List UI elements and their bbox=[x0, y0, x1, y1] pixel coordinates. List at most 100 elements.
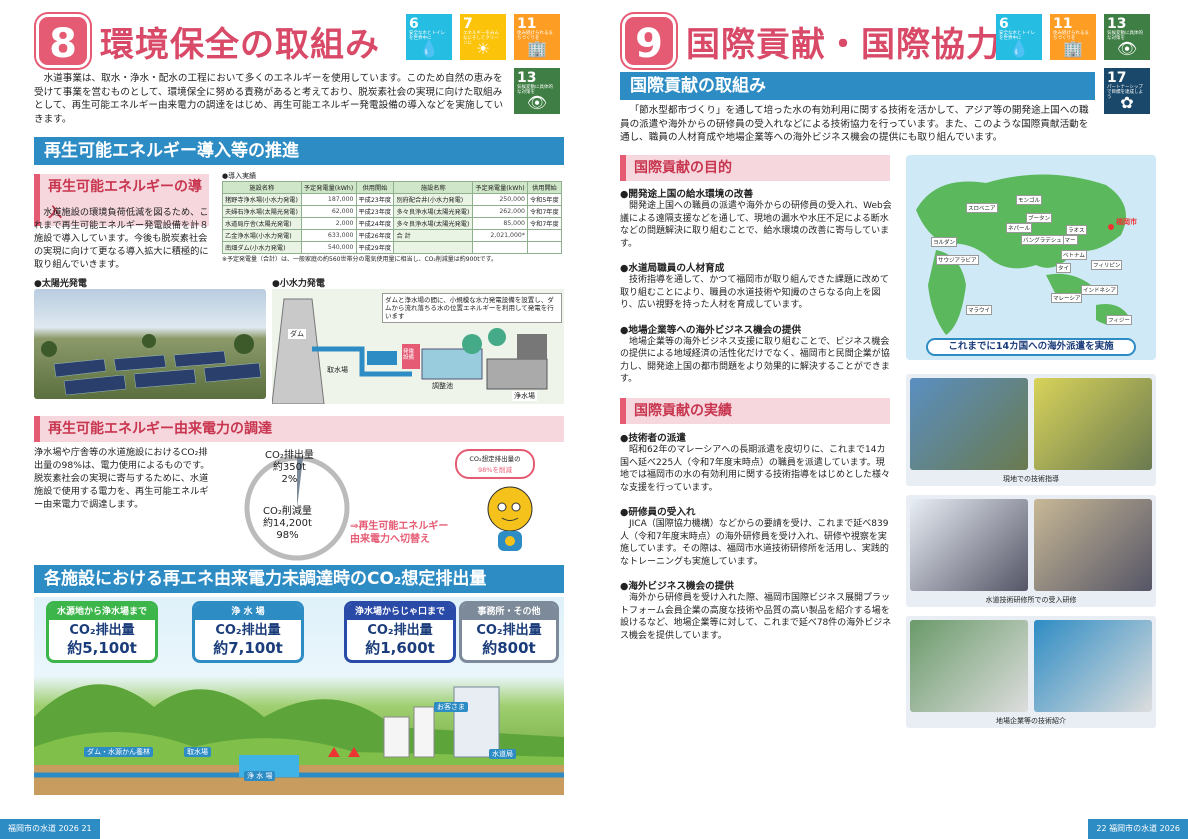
section-title-right: 国際貢献・国際協力 bbox=[686, 25, 1001, 65]
installation-table: 施設名称予定発電量(kWh)供用開始施設名称予定発電量(kWh)供用開始 猪野寺… bbox=[222, 181, 563, 254]
map-country-label: ブータン bbox=[1026, 213, 1053, 223]
plant-label: 浄水場 bbox=[512, 391, 537, 401]
photo bbox=[910, 378, 1028, 470]
generator-label: 発電設備 bbox=[403, 349, 415, 361]
table-cell: 乙金浄水場(小水力発電) bbox=[222, 229, 302, 242]
purpose-list: ●開発途上国の給水環境の改善開発途上国への職員の派遣や海外からの研修員の受入れ、… bbox=[620, 186, 892, 396]
table-cell: 猪野寺浄水場(小水力発電) bbox=[222, 193, 302, 206]
table-cell: 南畑ダム(小水力発電) bbox=[222, 241, 302, 254]
solar-panels-illustration bbox=[41, 334, 262, 396]
hydro-schematic bbox=[272, 298, 548, 404]
item-text: 昭和62年のマレーシアへの長期派遣を皮切りに、これまで14カ国へ延べ225人（令… bbox=[620, 445, 891, 493]
table-cell: 2,000 bbox=[300, 217, 357, 230]
table-cell: 平成24年度 bbox=[355, 217, 395, 230]
photo-caption: 現地での技術指導 bbox=[1003, 475, 1059, 483]
table-cell: 平成23年度 bbox=[355, 193, 395, 206]
table-cell: 62,000 bbox=[300, 205, 357, 218]
map-country-label: ヨルダン bbox=[931, 237, 958, 247]
card-head: 水源地から浄水場まで bbox=[49, 604, 155, 620]
map-country-label: タイ bbox=[1056, 263, 1072, 273]
table-note: ※予定発電量（合計）は、一般家庭の約560世帯分の電気使用量に相当し、CO₂削減… bbox=[222, 256, 498, 263]
table-header: 予定発電量(kWh) bbox=[300, 181, 357, 194]
map-country-label: マラウイ bbox=[966, 305, 993, 315]
table-cell bbox=[526, 241, 563, 254]
item-heading: ●海外ビジネス機会の提供 bbox=[620, 581, 734, 592]
list-item: ●開発途上国の給水環境の改善開発途上国への職員の派遣や海外からの研修員の受入れ、… bbox=[620, 186, 892, 250]
map-country-label: ラオス bbox=[1066, 225, 1087, 235]
landscape-drawing bbox=[34, 684, 564, 795]
section-title: 環境保全の取組み bbox=[100, 25, 380, 65]
table-header: 施設名称 bbox=[393, 181, 474, 194]
fukuoka-label: 福岡市 bbox=[1116, 218, 1137, 226]
scene-label: 取水場 bbox=[184, 747, 211, 757]
table-cell: 2,021,000* bbox=[472, 229, 528, 242]
table-cell: 合 計 bbox=[393, 229, 474, 242]
table-cell: 187,000 bbox=[300, 193, 357, 206]
map-country-label: インドネシア bbox=[1081, 285, 1119, 295]
hydro-label: ●小水力発電 bbox=[272, 279, 325, 289]
table-cell: 水道局庁舎(太陽光発電) bbox=[222, 217, 302, 230]
subsection-purpose: 国際貢献の目的 bbox=[620, 155, 890, 181]
sdg-goal-icon: 💧 bbox=[419, 39, 439, 58]
pie-chart bbox=[244, 455, 350, 561]
intake-label: 取水場 bbox=[327, 366, 348, 374]
fukuoka-marker bbox=[1108, 224, 1114, 230]
item-heading: ●研修員の受入れ bbox=[620, 507, 696, 518]
sdg-goal-icon: 💧 bbox=[1009, 39, 1029, 58]
list-item: ●水道局職員の人材育成技術指導を通して、かつて福岡市が取り組んできた課題に改めて… bbox=[620, 260, 892, 312]
section-number: 8 bbox=[36, 14, 90, 68]
pie-slice-emission bbox=[297, 458, 303, 508]
footer-left: 福岡市の水道 2026 21 bbox=[0, 819, 100, 839]
section-number-right: 9 bbox=[622, 14, 676, 68]
photo-caption: 地場企業等の技術紹介 bbox=[996, 717, 1066, 725]
photo bbox=[1034, 499, 1152, 591]
pond-label: 調整池 bbox=[432, 382, 453, 390]
table-cell: 262,000 bbox=[472, 205, 528, 218]
item-heading: ●水道局職員の人材育成 bbox=[620, 263, 725, 274]
map-country-label: フィリピン bbox=[1091, 260, 1123, 270]
table-cell bbox=[526, 229, 563, 242]
item-text: 開発途上国への職員の派遣や海外からの研修員の受入れ、Web会議による遠隔支援など… bbox=[620, 201, 892, 249]
list-item: ●海外ビジネス機会の提供海外から研修員を受け入れた際、福岡市国際ビジネス展開プラ… bbox=[620, 578, 892, 642]
table-cell bbox=[393, 241, 474, 254]
item-heading: ●開発途上国の給水環境の改善 bbox=[620, 189, 754, 200]
table-caption: ●導入実績 bbox=[222, 172, 257, 180]
subsection-text: 水道施設の環境負荷低減を図るため、これまで再生可能エネルギー発電設備を計８施設で… bbox=[34, 207, 209, 270]
section-band-right: 国際貢献の取組み bbox=[620, 72, 1095, 100]
table-cell: 別府配合井(小水力発電) bbox=[393, 193, 474, 206]
sdg-goal-icon: ✿ bbox=[1120, 93, 1134, 112]
section-band-2: 各施設における再エネ由来電力未調達時のCO₂想定排出量 bbox=[34, 565, 564, 593]
scene-label: 浄 水 場 bbox=[244, 771, 276, 781]
table-cell: 多々良浄水場(太陽光発電) bbox=[393, 205, 474, 218]
table-header: 供用開始 bbox=[526, 181, 563, 194]
subsection-text-2: 浄水場や庁舎等の水道施設におけるCO₂排出量の98%は、電力使用によるものです。… bbox=[34, 447, 210, 510]
scene-label: 水道局 bbox=[489, 749, 516, 759]
card-label: CO₂排出量 bbox=[215, 623, 281, 638]
hydro-callout: ダムと浄水場の間に、小規模な水力発電設備を設置し、ダムから流れ落ちる水の位置エネ… bbox=[382, 293, 562, 323]
photo-panel: 水道技術研修所での受入研修 bbox=[906, 495, 1156, 607]
table-cell: 令和7年度 bbox=[526, 217, 563, 230]
scene-label: お客さま bbox=[434, 702, 468, 712]
sdg-goal-icon: 👁 bbox=[1116, 39, 1138, 58]
dam-label: ダム bbox=[288, 329, 306, 339]
subsection-title-2: 再生可能エネルギー由来電力の調達 bbox=[34, 416, 564, 442]
map-country-label: モンゴル bbox=[1016, 195, 1043, 205]
intro-text-right: 「節水型都市づくり」を通して培った水の有効利用に関する技術を活かして、アジア等の… bbox=[620, 105, 1089, 143]
table-cell: 540,000 bbox=[300, 241, 357, 254]
map-country-label: バングラデシュ bbox=[1021, 235, 1064, 245]
scene-label: ダム・水源かん養林 bbox=[84, 747, 153, 757]
